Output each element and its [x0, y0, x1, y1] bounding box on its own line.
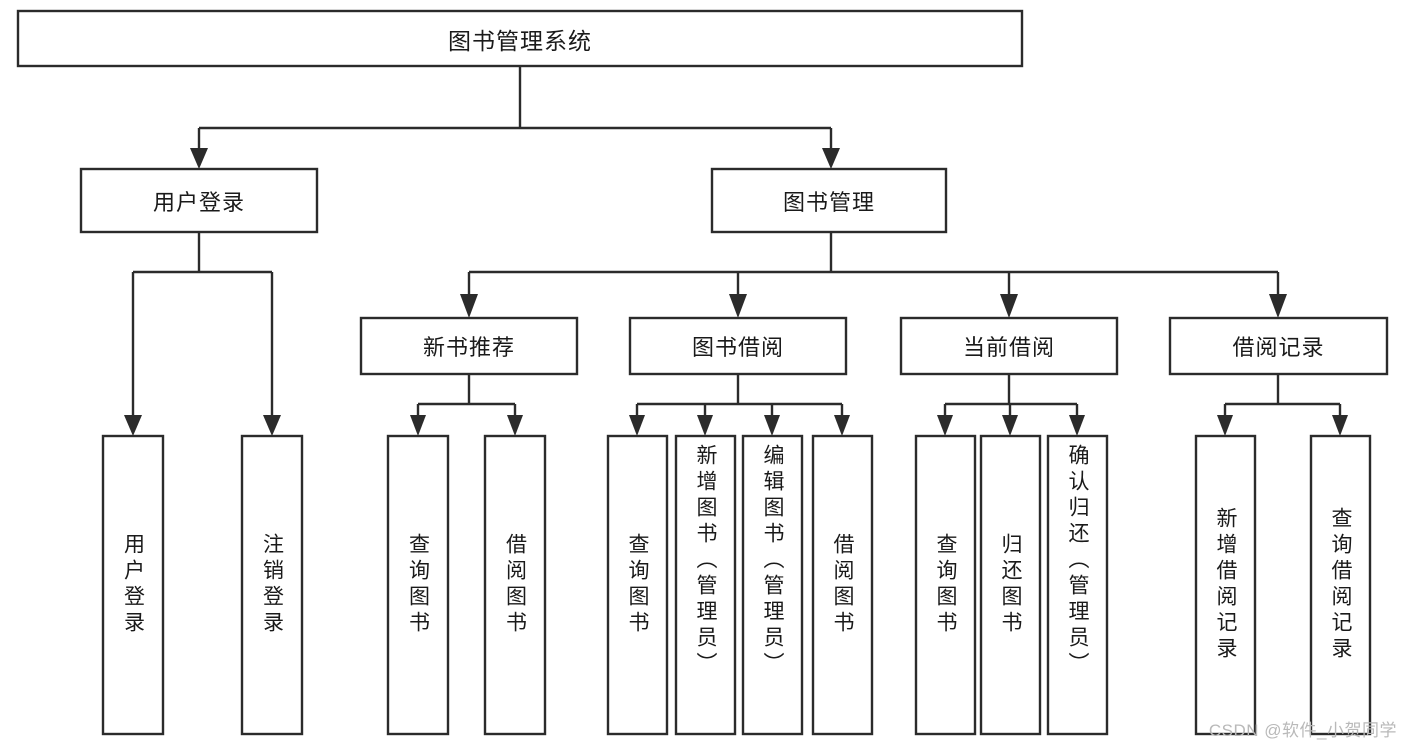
arrow-head-nb-leaf1 — [410, 415, 426, 436]
arrow-head-cb-leaf1 — [937, 415, 953, 436]
arrow-head-bb-leaf1 — [629, 415, 645, 436]
node-box-new-book-recommend[interactable] — [359, 316, 579, 376]
node-box-book-borrow[interactable] — [628, 316, 848, 376]
connector-group-book-manage-to-level3 — [460, 232, 1287, 318]
arrow-head-nb-leaf2 — [507, 415, 523, 436]
node-box-leaf-add-borrow-record[interactable] — [1194, 434, 1257, 736]
node-box-borrow-record[interactable] — [1168, 316, 1389, 376]
node-box-leaf-query-borrow-record[interactable] — [1309, 434, 1372, 736]
node-box-book-manage[interactable] — [710, 167, 948, 234]
node-box-leaf-query-book-3[interactable] — [914, 434, 977, 736]
arrow-head-user-login — [190, 148, 208, 169]
node-box-leaf-confirm-return-admin[interactable] — [1046, 434, 1109, 736]
node-box-leaf-user-login[interactable] — [101, 434, 165, 736]
connector-group-user-login-to-leaves — [124, 232, 281, 436]
arrow-head-bb-leaf3 — [764, 415, 780, 436]
arrow-head-leaf-user-login — [124, 415, 142, 436]
node-box-leaf-borrow-book-1[interactable] — [483, 434, 547, 736]
node-box-leaf-query-book-1[interactable] — [386, 434, 450, 736]
connector-group-borrow-record-to-leaves — [1217, 374, 1348, 436]
arrow-head-br-leaf2 — [1332, 415, 1348, 436]
arrow-head-leaf-logout — [263, 415, 281, 436]
arrow-head-br-leaf1 — [1217, 415, 1233, 436]
node-box-current-borrow[interactable] — [899, 316, 1119, 376]
arrow-head-bb-leaf4 — [834, 415, 850, 436]
node-box-root[interactable] — [16, 9, 1024, 68]
node-box-leaf-query-book-2[interactable] — [606, 434, 669, 736]
node-box-leaf-logout[interactable] — [240, 434, 304, 736]
connector-group-root-to-level2 — [190, 66, 840, 169]
connector-group-new-book-to-leaves — [410, 374, 523, 436]
arrow-head-current-borrow — [1000, 294, 1018, 318]
node-box-leaf-add-book-admin[interactable] — [674, 434, 737, 736]
arrow-head-cb-leaf3 — [1069, 415, 1085, 436]
arrow-head-borrow-record — [1269, 294, 1287, 318]
node-box-leaf-edit-book-admin[interactable] — [741, 434, 804, 736]
connector-group-current-borrow-to-leaves — [937, 374, 1085, 436]
node-box-user-login[interactable] — [79, 167, 319, 234]
arrow-head-bb-leaf2 — [697, 415, 713, 436]
arrow-head-book-borrow — [729, 294, 747, 318]
arrow-head-cb-leaf2 — [1002, 415, 1018, 436]
arrow-head-book-manage — [822, 148, 840, 169]
arrow-head-new-book — [460, 294, 478, 318]
node-box-leaf-return-book[interactable] — [979, 434, 1042, 736]
node-box-leaf-borrow-book-2[interactable] — [811, 434, 874, 736]
connector-group-book-borrow-to-leaves — [629, 374, 850, 436]
